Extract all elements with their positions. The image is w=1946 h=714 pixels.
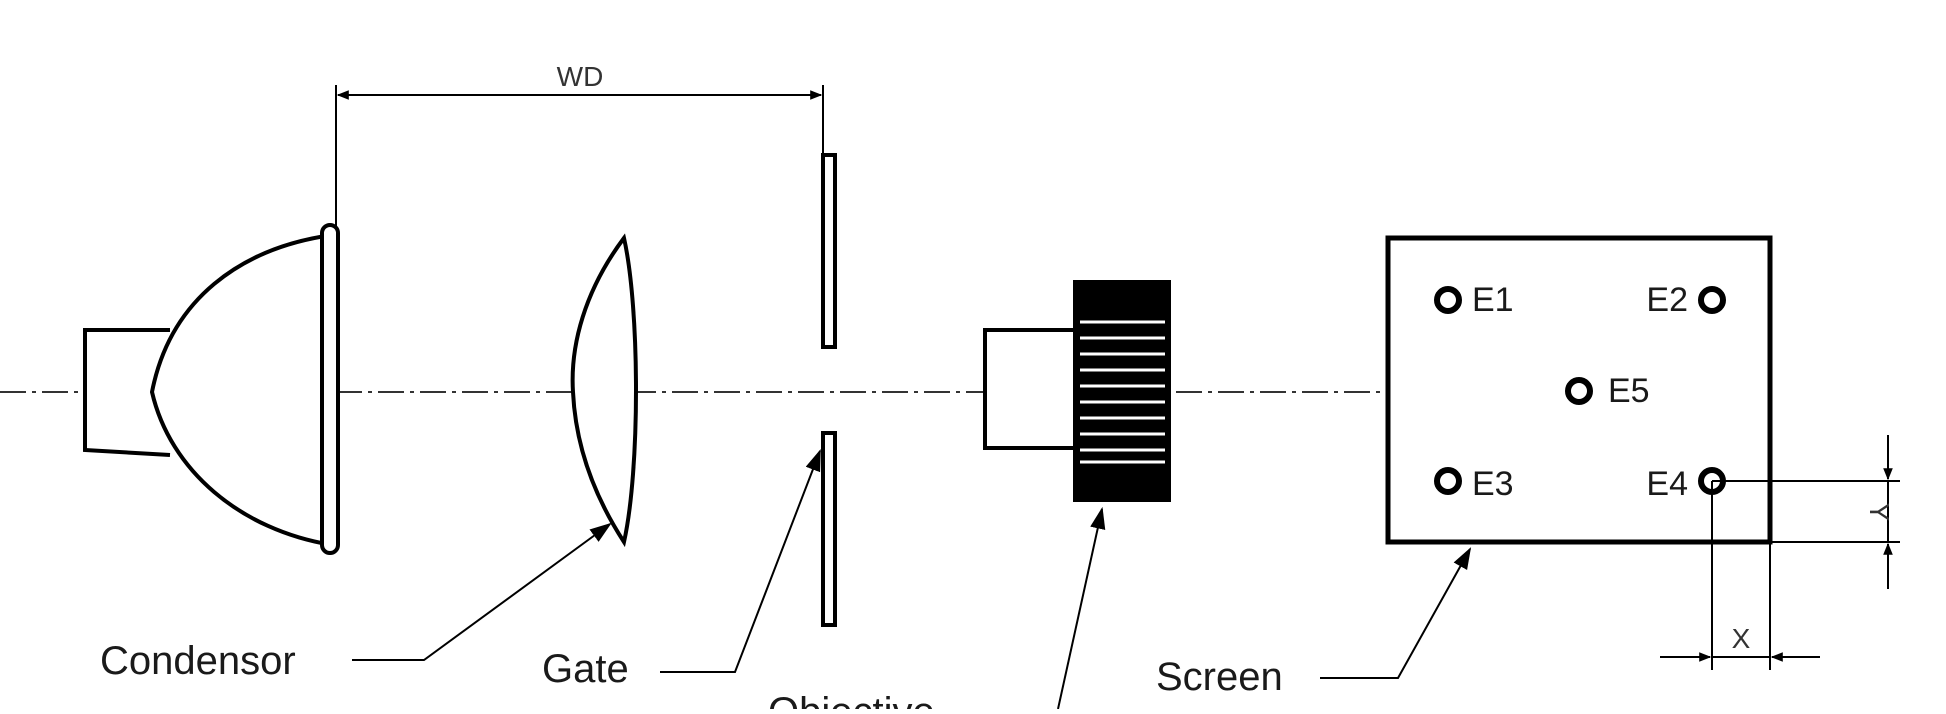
point-e5-label: E5: [1608, 372, 1650, 410]
point-e2-label: E2: [1646, 281, 1688, 319]
x-offset-label: X: [1732, 623, 1751, 654]
gate-label: Gate: [542, 647, 629, 691]
objective-leader: [1057, 506, 1106, 710]
point-e3-marker: [1434, 467, 1462, 495]
point-e1-label: E1: [1472, 281, 1514, 319]
condensor-label: Condensor: [100, 639, 296, 683]
offset-dimensions: [1660, 435, 1900, 670]
lamp-reflector: [83, 223, 340, 555]
point-e3-label: E3: [1472, 465, 1514, 503]
point-e2-marker: [1698, 286, 1726, 314]
point-e4-label: E4: [1646, 465, 1688, 503]
screen-leader: [1320, 547, 1472, 679]
y-offset-label: Y: [1864, 503, 1895, 522]
point-e1-marker: [1434, 286, 1462, 314]
working-distance-dimension: WD: [335, 61, 824, 230]
gate-leader: [660, 448, 821, 673]
leader-lines: [352, 448, 1472, 710]
condensor-lens: [570, 233, 638, 548]
wd-label: WD: [557, 61, 604, 92]
objective-lens: [983, 280, 1171, 502]
screen-label: Screen: [1156, 655, 1283, 699]
objective-label: Objective: [768, 690, 935, 709]
point-e5-marker: [1565, 377, 1593, 405]
gate: [821, 153, 837, 627]
condensor-leader: [352, 522, 612, 661]
